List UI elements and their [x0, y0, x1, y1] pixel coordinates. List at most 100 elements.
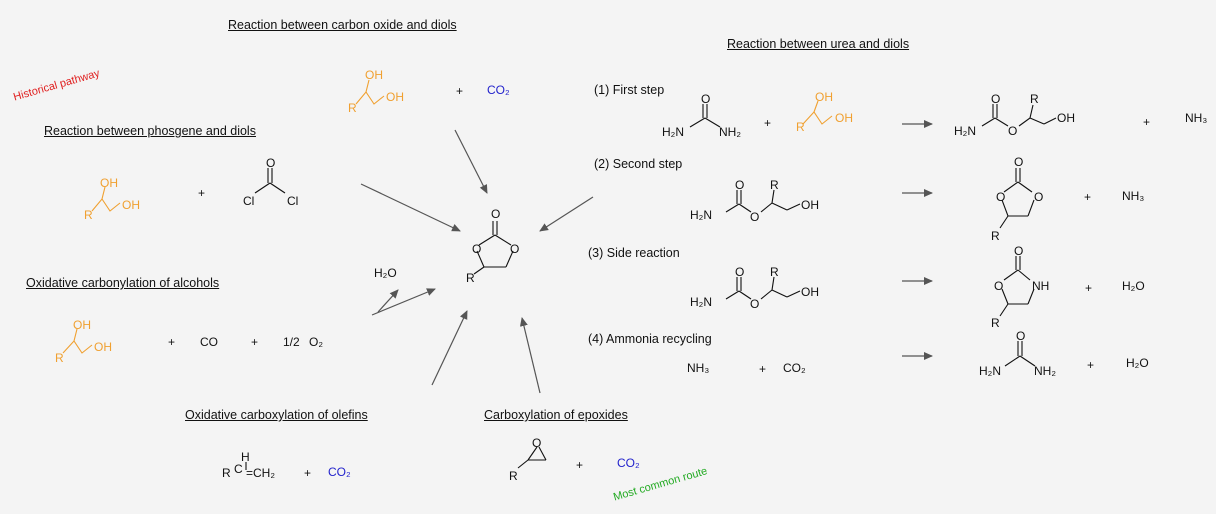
step-4-label: (4) Ammonia recycling — [588, 332, 712, 346]
olefin-r: R — [222, 466, 231, 480]
heading-oxidative-carboxylation: Oxidative carboxylation of olefins — [185, 408, 368, 422]
product2-r: R — [991, 229, 1000, 243]
product1-oh: OH — [1057, 111, 1075, 125]
product1-plus: + — [1143, 115, 1151, 129]
carbonylation-plus2: + — [251, 335, 259, 349]
step3-ester-o: O — [750, 297, 760, 311]
urea-step1-bonds — [689, 104, 721, 128]
heading-carbon-oxide-diols: Reaction between carbon oxide and diols — [228, 18, 457, 32]
product4-nh2: NH₂ — [1034, 364, 1056, 378]
step4-nh3: NH₃ — [687, 361, 710, 375]
olefin-plus: + — [304, 466, 312, 480]
top-diol-oh1: OH — [365, 68, 383, 82]
central-ring-o2: O — [510, 242, 520, 256]
product1-ester-o: O — [1008, 124, 1018, 138]
step2-o: O — [735, 178, 745, 192]
product1-r: R — [1030, 92, 1039, 106]
heading-phosgene-diols: Reaction between phosgene and diols — [44, 124, 256, 138]
olefin-co2: CO₂ — [328, 465, 351, 479]
epoxide-r: R — [509, 469, 518, 483]
product4-plus: + — [1087, 358, 1095, 372]
heading-urea-diols: Reaction between urea and diols — [727, 37, 910, 51]
urea1-nh2: NH₂ — [719, 125, 741, 139]
step2-ester-o: O — [750, 210, 760, 224]
product3-carbonyl-o: O — [1014, 244, 1024, 258]
heading-carboxylation-epoxides: Carboxylation of epoxides — [484, 408, 628, 422]
central-cyclic-carbonate-bonds — [473, 221, 514, 275]
phosgene-diol-oh2: OH — [122, 198, 140, 212]
central-carbonyl-o: O — [491, 207, 501, 221]
carbamate-step2-bonds — [725, 189, 801, 213]
step1-plus: + — [764, 116, 772, 130]
urea1-h2n: H₂N — [662, 125, 684, 139]
step2-h2n: H₂N — [690, 208, 712, 222]
carbamate-step3-bonds — [725, 276, 801, 300]
top-diol-oh2: OH — [386, 90, 404, 104]
product2-ring-o2: O — [1034, 190, 1044, 204]
water-byproduct: H₂O — [374, 266, 397, 280]
step3-r: R — [770, 265, 779, 279]
product3-ring-o: O — [994, 279, 1004, 293]
product3-plus: + — [1085, 281, 1093, 295]
step1-diol-r: R — [796, 120, 805, 134]
step2-r: R — [770, 178, 779, 192]
step3-oh: OH — [801, 285, 819, 299]
epoxide-co2: CO₂ — [617, 456, 640, 470]
heading-oxidative-carbonylation: Oxidative carbonylation of alcohols — [26, 276, 220, 290]
product2-ring-o1: O — [996, 190, 1006, 204]
epoxide-plus: + — [576, 458, 584, 472]
phosgene-cl2: Cl — [287, 194, 299, 208]
top-plus: + — [456, 84, 464, 98]
central-r: R — [466, 271, 475, 285]
step-1-label: (1) First step — [594, 83, 665, 97]
water-branch-arrow — [377, 289, 399, 313]
step4-co2: CO₂ — [783, 361, 806, 375]
product4-o: O — [1016, 329, 1026, 343]
phosgene-cl1: Cl — [243, 194, 255, 208]
carbonylation-diol-oh1: OH — [73, 318, 91, 332]
arrows-to-product — [360, 129, 594, 394]
phosgene-o: O — [266, 156, 276, 170]
diol-bonds — [62, 79, 833, 354]
step4-plus: + — [759, 362, 767, 376]
step-2-label: (2) Second step — [594, 157, 683, 171]
step3-h2n: H₂N — [690, 295, 712, 309]
urea-product-bonds — [1004, 341, 1036, 367]
product3-nh: NH — [1032, 279, 1050, 293]
step-3-label: (3) Side reaction — [588, 246, 680, 260]
urea1-o: O — [701, 92, 711, 106]
product3-h2o: H₂O — [1122, 279, 1145, 293]
carbamate-product-bonds — [981, 104, 1057, 127]
step1-diol-oh2: OH — [835, 111, 853, 125]
product2-carbonyl-o: O — [1014, 155, 1024, 169]
product3-r: R — [991, 316, 1000, 330]
epoxide-o: O — [532, 436, 542, 450]
olefin-h: H — [241, 450, 250, 464]
product4-h2o: H₂O — [1126, 356, 1149, 370]
phosgene-bonds — [254, 168, 286, 194]
olefin-c: C — [234, 462, 243, 476]
oxygen: O₂ — [309, 335, 323, 349]
phosgene-diol-r: R — [84, 208, 93, 222]
half-coefficient: 1/2 — [283, 335, 300, 349]
central-ring-o1: O — [472, 242, 482, 256]
carbon-monoxide: CO — [200, 335, 218, 349]
carbonylation-diol-oh2: OH — [94, 340, 112, 354]
carbonylation-diol-r: R — [55, 351, 64, 365]
product1-o: O — [991, 92, 1001, 106]
phosgene-plus: + — [198, 186, 206, 200]
phosgene-diol-oh1: OH — [100, 176, 118, 190]
oxazolidinone-bonds — [999, 256, 1035, 317]
step3-o: O — [735, 265, 745, 279]
top-diol-r: R — [348, 101, 357, 115]
epoxide-bonds — [517, 446, 547, 469]
product4-h2n: H₂N — [979, 364, 1001, 378]
product2-plus: + — [1084, 190, 1092, 204]
carbonylation-plus1: + — [168, 335, 176, 349]
step2-oh: OH — [801, 198, 819, 212]
step-arrows — [902, 120, 933, 360]
cyclic-carbonate-product-bonds — [999, 168, 1035, 229]
olefin-ch2: =CH₂ — [246, 466, 275, 480]
top-co2: CO₂ — [487, 83, 510, 97]
